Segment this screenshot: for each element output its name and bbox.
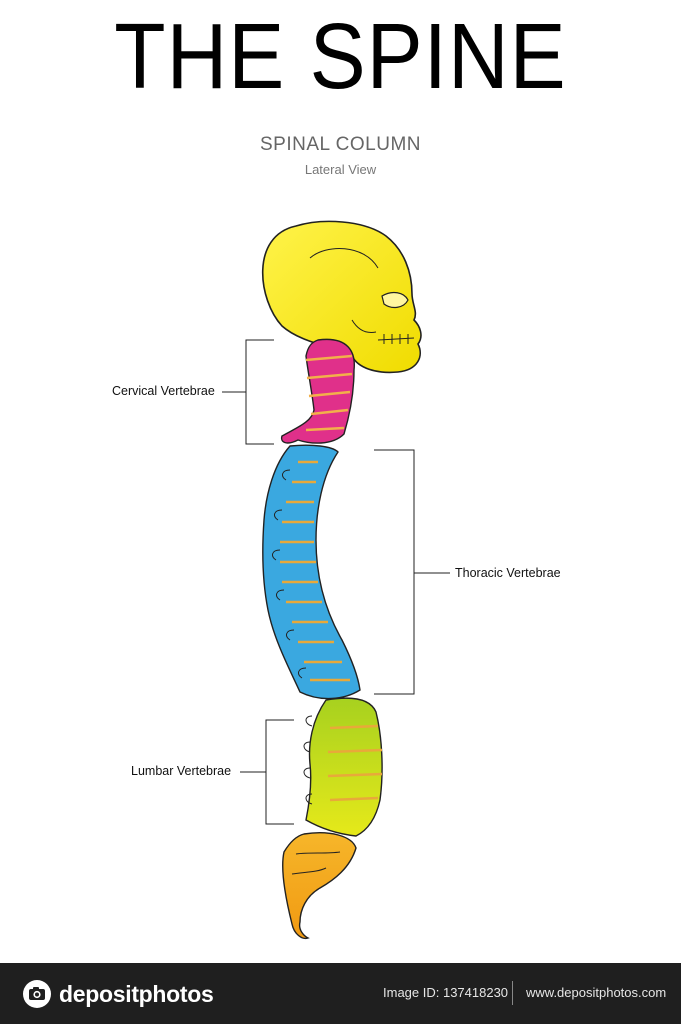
lumbar-vertebrae: [303, 697, 383, 837]
spine-illustration: [222, 220, 450, 940]
brand-logo[interactable]: depositphotos: [22, 979, 214, 1009]
thoracic-bracket: [374, 449, 450, 695]
view-caption: Lateral View: [304, 162, 377, 177]
footer-divider: [512, 981, 513, 1005]
page-subtitle: SPINAL COLUMN: [260, 134, 421, 155]
lumbar-bracket: [240, 719, 294, 825]
thoracic-vertebrae: [262, 444, 361, 700]
sacrum-coccyx: [282, 832, 357, 940]
skull: [261, 220, 422, 374]
camera-icon: [23, 980, 51, 1008]
cervical-bracket: [222, 339, 274, 445]
cervical-vertebrae: [280, 338, 355, 444]
brand-name: depositphotos: [59, 980, 214, 1007]
website-link[interactable]: www.depositphotos.com: [526, 985, 667, 1000]
cervical-vertebrae-label: Cervical Vertebrae: [112, 384, 215, 398]
image-id: Image ID: 137418230: [383, 985, 509, 1000]
page-title: THE SPINE: [114, 4, 567, 108]
thoracic-vertebrae-label: Thoracic Vertebrae: [455, 566, 561, 580]
watermark-footer: depositphotos Image ID: 137418230 www.de…: [0, 963, 681, 1024]
lumbar-vertebrae-label: Lumbar Vertebrae: [131, 764, 232, 778]
